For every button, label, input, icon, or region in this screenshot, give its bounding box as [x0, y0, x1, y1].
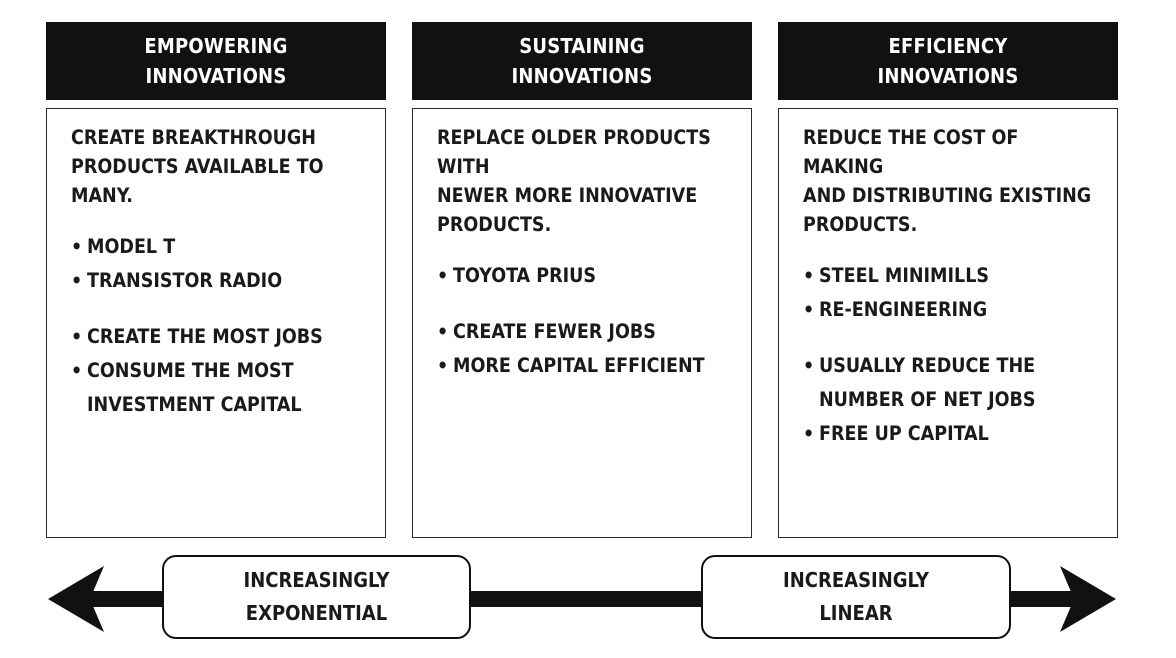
column-efficiency: EFFICIENCY INNOVATIONS REDUCE THE COST O…	[778, 22, 1118, 538]
bullet-icon: •	[803, 354, 815, 377]
column-header: EMPOWERING INNOVATIONS	[46, 22, 386, 100]
column-header: EFFICIENCY INNOVATIONS	[778, 22, 1118, 100]
bullet-icon: •	[803, 298, 815, 321]
list-item: •TOYOTA PRIUS	[437, 259, 729, 293]
bullet-icon: •	[803, 422, 815, 445]
examples-list: •TOYOTA PRIUS	[437, 259, 729, 293]
bullet-icon: •	[803, 264, 815, 287]
list-item: •MODEL T	[71, 230, 363, 264]
effects-list: •CREATE THE MOST JOBS •CONSUME THE MOST …	[71, 320, 363, 422]
list-item: •FREE UP CAPITAL	[803, 417, 1095, 451]
bullet-icon: •	[437, 354, 449, 377]
list-item: •CONSUME THE MOST INVESTMENT CAPITAL	[71, 354, 363, 422]
column-sustaining: SUSTAINING INNOVATIONS REPLACE OLDER PRO…	[412, 22, 752, 538]
scale-label-exponential: INCREASINGLY EXPONENTIAL	[162, 555, 471, 639]
column-empowering: EMPOWERING INNOVATIONS CREATE BREAKTHROU…	[46, 22, 386, 538]
column-description: CREATE BREAKTHROUGH PRODUCTS AVAILABLE T…	[71, 126, 324, 207]
bullet-icon: •	[71, 325, 83, 348]
scale-label-linear: INCREASINGLY LINEAR	[701, 555, 1011, 639]
bullet-icon: •	[437, 264, 449, 287]
column-body: REPLACE OLDER PRODUCTS WITH NEWER MORE I…	[412, 108, 752, 538]
examples-list: •STEEL MINIMILLS •RE-ENGINEERING	[803, 259, 1095, 327]
effects-list: •USUALLY REDUCE THE NUMBER OF NET JOBS •…	[803, 349, 1095, 451]
list-item: •USUALLY REDUCE THE NUMBER OF NET JOBS	[803, 349, 1095, 417]
list-item: •MORE CAPITAL EFFICIENT	[437, 349, 729, 383]
arrow-right-head-icon	[1060, 566, 1116, 632]
column-description: REPLACE OLDER PRODUCTS WITH NEWER MORE I…	[437, 126, 711, 236]
bullet-icon: •	[71, 359, 83, 382]
bullet-icon: •	[71, 269, 83, 292]
effects-list: •CREATE FEWER JOBS •MORE CAPITAL EFFICIE…	[437, 315, 729, 383]
column-body: REDUCE THE COST OF MAKING AND DISTRIBUTI…	[778, 108, 1118, 538]
list-item: •TRANSISTOR RADIO	[71, 264, 363, 298]
list-item: •STEEL MINIMILLS	[803, 259, 1095, 293]
column-body: CREATE BREAKTHROUGH PRODUCTS AVAILABLE T…	[46, 108, 386, 538]
examples-list: •MODEL T •TRANSISTOR RADIO	[71, 230, 363, 298]
bullet-icon: •	[71, 235, 83, 258]
column-header: SUSTAINING INNOVATIONS	[412, 22, 752, 100]
arrow-left-head-icon	[48, 566, 104, 632]
list-item: •CREATE FEWER JOBS	[437, 315, 729, 349]
list-item: •RE-ENGINEERING	[803, 293, 1095, 327]
column-description: REDUCE THE COST OF MAKING AND DISTRIBUTI…	[803, 126, 1092, 236]
bullet-icon: •	[437, 320, 449, 343]
list-item: •CREATE THE MOST JOBS	[71, 320, 363, 354]
